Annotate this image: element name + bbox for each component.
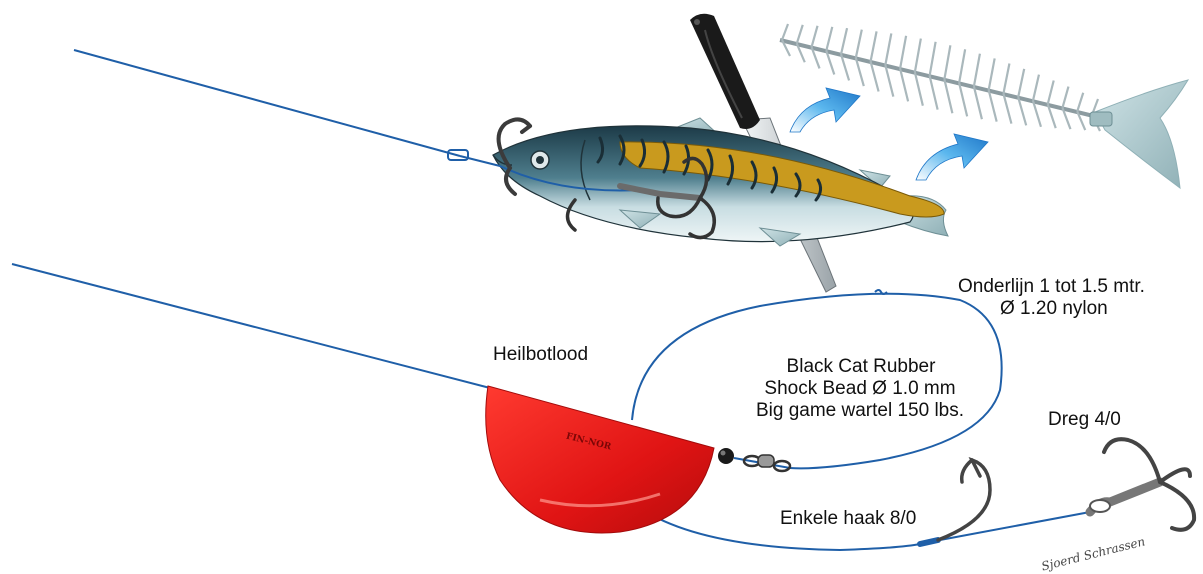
skeleton-rib — [1003, 63, 1009, 93]
rubber-label-line2: Shock Bead Ø 1.0 mm — [740, 378, 980, 400]
skeleton-rib — [782, 24, 788, 40]
skeleton-rib — [974, 54, 980, 87]
skeleton-rib — [797, 25, 803, 44]
skeleton-rib — [1062, 87, 1068, 108]
skeleton-rib — [1003, 94, 1011, 124]
skeleton-rib — [1077, 93, 1083, 112]
single-hook-label: Enkele haak 8/0 — [780, 508, 916, 530]
skeleton-rib — [989, 90, 997, 122]
skeleton-rib — [900, 36, 906, 69]
skeleton-rib — [944, 79, 952, 113]
skeleton-rib — [841, 28, 847, 54]
skeleton-rib — [959, 83, 967, 117]
rubber-label-line3: Big game wartel 150 lbs. — [730, 400, 990, 422]
skeleton-rib — [944, 45, 950, 79]
fish-icon — [493, 118, 948, 246]
main-line-top — [74, 50, 460, 156]
skeleton-rib — [930, 76, 938, 110]
skeleton-rib — [856, 30, 862, 58]
skeleton-rib — [871, 31, 877, 61]
skeleton-rib — [959, 49, 965, 83]
single-hook-icon — [920, 460, 990, 544]
main-line-bottom — [12, 264, 490, 388]
skeleton-rib — [974, 86, 982, 119]
swivel-icon — [734, 455, 790, 471]
leader-label-line1: Onderlijn 1 tot 1.5 mtr. — [958, 276, 1145, 298]
skeleton-rib — [1033, 75, 1039, 101]
skeleton-rib — [900, 69, 908, 102]
bead-icon — [718, 448, 734, 464]
skeleton-rib — [1018, 69, 1024, 97]
sinker-label: Heilbotlood — [493, 344, 588, 366]
skeleton-rib — [930, 42, 936, 76]
treble-hook-label: Dreg 4/0 — [1048, 409, 1121, 431]
skeleton-rib — [915, 39, 921, 73]
rubber-label-line1: Black Cat Rubber — [756, 356, 966, 378]
skeleton-rib — [1048, 80, 1054, 104]
skeleton-rib — [856, 58, 864, 86]
skeleton-rib — [915, 72, 923, 106]
skeleton-rib — [885, 33, 891, 65]
skeleton-rib — [989, 58, 995, 90]
skeleton-rib — [885, 65, 893, 97]
skeleton-rib — [871, 61, 879, 91]
skeleton-rib — [826, 27, 832, 51]
leader-label-line2: Ø 1.20 nylon — [1000, 298, 1108, 320]
treble-hook-icon — [1090, 439, 1194, 530]
sinker-icon: FIN-NOR — [486, 386, 714, 533]
skeleton-rib — [812, 26, 818, 47]
